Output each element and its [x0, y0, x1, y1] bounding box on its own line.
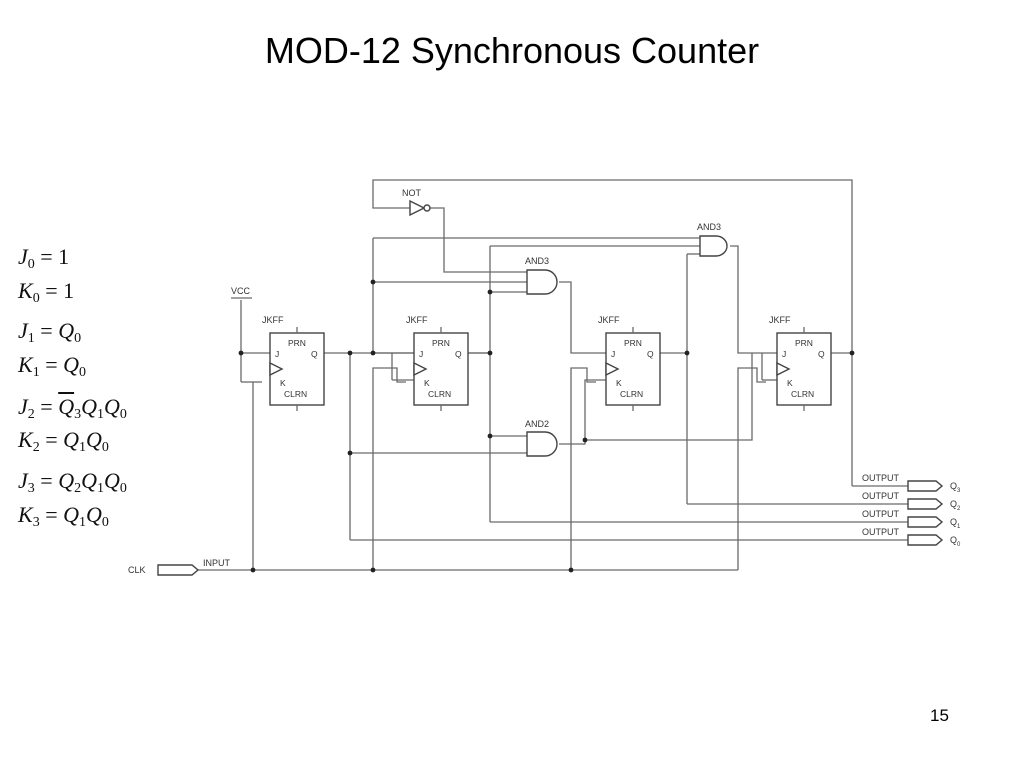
input-label: INPUT — [203, 558, 231, 568]
and2-gate: AND2 — [525, 419, 558, 457]
clk-pin-label: CLK — [128, 565, 146, 575]
equation-k3: K3 = Q1Q0 — [18, 502, 109, 530]
output-type-label: OUTPUT — [862, 473, 900, 483]
vcc-label: VCC — [231, 286, 251, 296]
output-type-label: OUTPUT — [862, 491, 900, 501]
ff-prn-label: PRN — [432, 338, 450, 348]
ff-j-label: J — [611, 349, 615, 359]
clock-triangle-icon — [413, 361, 428, 377]
ff-prn-label: PRN — [288, 338, 306, 348]
clock-triangle-icon — [776, 361, 791, 377]
vcc-source: VCC — [231, 286, 252, 299]
ff-clrn-label: CLRN — [620, 389, 643, 399]
ff-j-label: J — [782, 349, 786, 359]
and3-gate-lower: AND3 — [525, 256, 558, 295]
ff-k-label: K — [616, 378, 622, 388]
output-pin-sub: 2 — [957, 506, 961, 512]
ff-k-label: K — [424, 378, 430, 388]
ff-prn-label: PRN — [624, 338, 642, 348]
ff-q-label: Q — [455, 349, 462, 359]
clock-input: CLK INPUT — [128, 558, 231, 576]
ff-q-label: Q — [311, 349, 318, 359]
not-gate-label: NOT — [402, 188, 422, 198]
ff-clrn-label: CLRN — [428, 389, 451, 399]
output-port-icon — [907, 534, 944, 546]
output-pin-sub: 1 — [957, 524, 961, 530]
ff-j-label: J — [419, 349, 423, 359]
equation-j1: J1 = Q0 — [18, 318, 82, 346]
ff-clrn-label: CLRN — [791, 389, 814, 399]
output-port-icon — [907, 498, 944, 510]
ff-type-label: JKFF — [262, 315, 284, 325]
equation-k2: K2 = Q1Q0 — [18, 427, 109, 455]
output-pin-label: Q — [950, 499, 957, 509]
ff-k-label: K — [787, 378, 793, 388]
clock-triangle-icon — [605, 361, 620, 377]
equation-k1: K1 = Q0 — [18, 352, 86, 380]
output-pin-sub: 3 — [957, 488, 961, 494]
output-type-label: OUTPUT — [862, 527, 900, 537]
ff-prn-label: PRN — [795, 338, 813, 348]
clock-triangle-icon — [269, 361, 284, 377]
equation-j0: J0 = 1 — [18, 244, 70, 272]
wires — [198, 179, 908, 571]
ff-j-label: J — [275, 349, 279, 359]
output-pin-label: Q — [950, 481, 957, 491]
output-type-label: OUTPUT — [862, 509, 900, 519]
output-pin-label: Q — [950, 535, 957, 545]
junction-dots — [238, 279, 855, 573]
ff-type-label: JKFF — [769, 315, 791, 325]
and3-lower-label: AND3 — [525, 256, 549, 266]
and3-upper-label: AND3 — [697, 222, 721, 232]
and3-gate-upper: AND3 — [697, 222, 728, 257]
equation-j2: J2 = Q3Q1Q0 — [18, 394, 127, 422]
output-port-icon — [907, 516, 944, 528]
and2-label: AND2 — [525, 419, 549, 429]
ff-q-label: Q — [647, 349, 654, 359]
ff-type-label: JKFF — [406, 315, 428, 325]
output-pin-sub: 0 — [957, 542, 961, 548]
output-pin-label: Q — [950, 517, 957, 527]
ff-q-label: Q — [818, 349, 825, 359]
page-number: 15 — [930, 706, 949, 725]
slide-title: MOD-12 Synchronous Counter — [264, 30, 760, 71]
ff-clrn-label: CLRN — [284, 389, 307, 399]
ff-type-label: JKFF — [598, 315, 620, 325]
not-gate: NOT — [402, 188, 431, 217]
output-port-icon — [907, 480, 944, 492]
equation-k0: K0 = 1 — [18, 278, 75, 306]
ff-k-label: K — [280, 378, 286, 388]
equation-j3: J3 = Q2Q1Q0 — [18, 468, 127, 496]
